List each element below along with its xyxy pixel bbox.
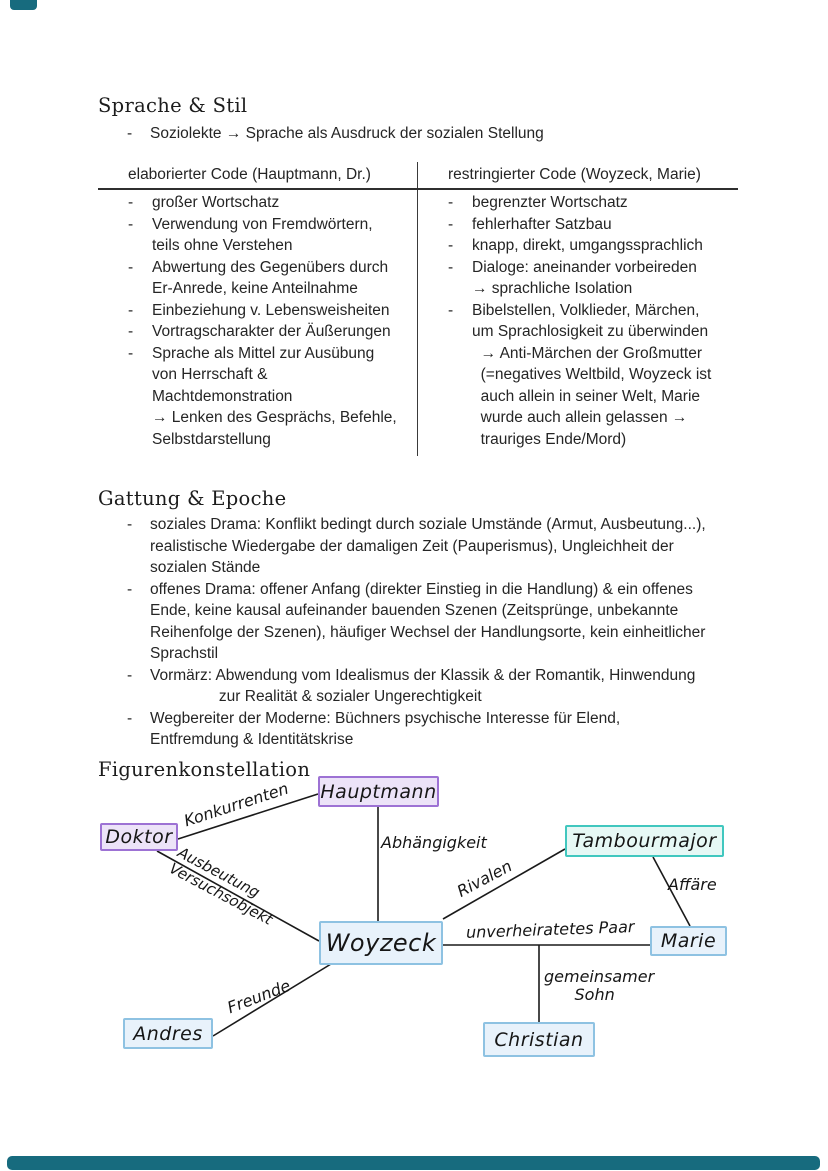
- bullet-text: soziales Drama: Konflikt bedingt durch s…: [150, 516, 706, 576]
- bullet-text: Vortragscharakter der Äußerungen: [152, 323, 391, 340]
- column-header-elaborierter-code: elaborierter Code (Hauptmann, Dr.): [128, 165, 371, 183]
- bullet-dash: -: [127, 580, 133, 598]
- bullet-dash: -: [128, 194, 134, 211]
- edge-line-andres-woyzeck: [212, 963, 332, 1037]
- table-bullet: -Verwendung von Fremdwörtern, teils ohne…: [98, 214, 417, 257]
- table-bullet: -Bibelstellen, Volklieder, Märchen, um S…: [418, 300, 738, 451]
- edge-line-tambourmajor-marie: [652, 856, 691, 927]
- table-body-row: -großer Wortschatz -Verwendung von Fremd…: [98, 190, 738, 456]
- bullet-dash: -: [448, 258, 454, 276]
- bullet-dash: -: [127, 709, 133, 727]
- bullet-dash: -: [127, 125, 133, 142]
- bullet-dash: -: [127, 666, 133, 684]
- page-divider-bar-top: [10, 0, 37, 10]
- figure-node-doktor: Doktor: [100, 823, 178, 851]
- figure-node-christian: Christian: [483, 1022, 595, 1057]
- edge-label-affaere: Affäre: [668, 875, 717, 894]
- figure-node-marie: Marie: [650, 926, 727, 956]
- bullet-dash: -: [128, 215, 134, 233]
- bullet-text: offenes Drama: offener Anfang (direkter …: [150, 580, 706, 663]
- bullet-offenes-drama: -offenes Drama: offener Anfang (direkter…: [98, 579, 748, 665]
- bullet-dash: -: [128, 323, 134, 340]
- bullet-text: großer Wortschatz: [152, 194, 280, 211]
- table-header-row: elaborierter Code (Hauptmann, Dr.) restr…: [98, 161, 738, 190]
- table-bullet: -Sprache als Mittel zur Ausübung von Her…: [98, 343, 417, 451]
- bullet-text: fehlerhafter Satzbau: [472, 215, 612, 233]
- figure-constellation-diagram: Hauptmann Doktor Tambourmajor Woyzeck Ma…: [0, 770, 828, 1080]
- bullet-vormaerz: -Vormärz: Abwendung vom Idealismus der K…: [98, 665, 748, 708]
- bullet-dash: -: [448, 301, 454, 319]
- figure-node-tambourmajor: Tambourmajor: [565, 825, 724, 857]
- table-bullet: - begrenzter Wortschatz: [418, 192, 738, 214]
- gattung-list: -soziales Drama: Konflikt bedingt durch …: [98, 514, 748, 751]
- bullet-text: Soziolekte → Sprache als Ausdruck der so…: [150, 125, 544, 142]
- code-comparison-table: elaborierter Code (Hauptmann, Dr.) restr…: [98, 161, 738, 456]
- bullet-dash: -: [128, 258, 134, 276]
- bullet-text: Abwertung des Gegenübers durch Er-Anrede…: [152, 258, 389, 298]
- table-bullet: -Einbeziehung v. Lebensweisheiten: [98, 300, 417, 322]
- bullet-wegbereiter-moderne: -Wegbereiter der Moderne: Büchners psych…: [98, 708, 748, 751]
- bullet-text: Verwendung von Fremdwörtern, teils ohne …: [152, 215, 373, 255]
- table-bullet: - Vortragscharakter der Äußerungen: [98, 321, 417, 343]
- bullet-dash: -: [128, 344, 134, 362]
- column-elaborierter-code: -großer Wortschatz -Verwendung von Fremd…: [98, 190, 417, 456]
- figure-node-andres: Andres: [123, 1018, 213, 1049]
- constellation-lines: [156, 793, 691, 1037]
- page-divider-bar-bottom: [7, 1156, 820, 1170]
- table-bullet: -fehlerhafter Satzbau: [418, 214, 738, 236]
- bullet-soziales-drama: -soziales Drama: Konflikt bedingt durch …: [98, 514, 748, 579]
- bullet-soziolekte: - Soziolekte → Sprache als Ausdruck der …: [98, 123, 748, 145]
- edge-line-woyzeck-tambourmajor: [442, 848, 566, 920]
- table-bullet: -Dialoge: aneinander vorbeireden → sprac…: [418, 257, 738, 300]
- column-restringierter-code: -begrenzter Wortschatz -fehlerhafter Sat…: [417, 190, 738, 456]
- bullet-dash: -: [448, 237, 454, 254]
- bullet-dash: -: [448, 194, 454, 211]
- edge-line-doktor-hauptmann: [177, 793, 319, 840]
- bullet-text: Dialoge: aneinander vorbeireden → sprach…: [472, 258, 697, 298]
- bullet-text: Vormärz: Abwendung vom Idealismus der Kl…: [150, 666, 696, 706]
- table-bullet: - knapp, direkt, umgangssprachlich: [418, 235, 738, 257]
- bullet-dash: -: [127, 516, 133, 533]
- table-bullet: - großer Wortschatz: [98, 192, 417, 214]
- figure-node-hauptmann: Hauptmann: [318, 776, 439, 807]
- section-title-sprache-und-stil: Sprache & Stil: [98, 94, 248, 117]
- bullet-text: knapp, direkt, umgangssprachlich: [472, 237, 703, 254]
- column-header-restringierter-code: restringierter Code (Woyzeck, Marie): [417, 161, 738, 188]
- bullet-text: Bibelstellen, Volklieder, Märchen, um Sp…: [472, 301, 712, 448]
- bullet-text: begrenzter Wortschatz: [472, 194, 628, 211]
- page-content: Sprache & Stil - Soziolekte → Sprache al…: [98, 0, 748, 782]
- table-bullet: -Abwertung des Gegenübers durch Er-Anred…: [98, 257, 417, 300]
- edge-label-abhaengigkeit: Abhängigkeit: [381, 833, 487, 852]
- bullet-text: Einbeziehung v. Lebensweisheiten: [152, 301, 390, 319]
- edge-label-gemeinsamer-sohn: gemeinsamer Sohn: [544, 967, 655, 1004]
- section-title-figurenkonstellation: Figurenkonstellation: [98, 757, 311, 781]
- bullet-text: Wegbereiter der Moderne: Büchners psychi…: [150, 709, 621, 749]
- figure-node-woyzeck: Woyzeck: [319, 921, 443, 965]
- bullet-dash: -: [128, 301, 134, 319]
- section-title-gattung-und-epoche: Gattung & Epoche: [98, 487, 287, 510]
- bullet-text: Sprache als Mittel zur Ausübung von Herr…: [152, 344, 397, 448]
- bullet-dash: -: [448, 215, 454, 233]
- edge-line-doktor-woyzeck: [156, 850, 320, 942]
